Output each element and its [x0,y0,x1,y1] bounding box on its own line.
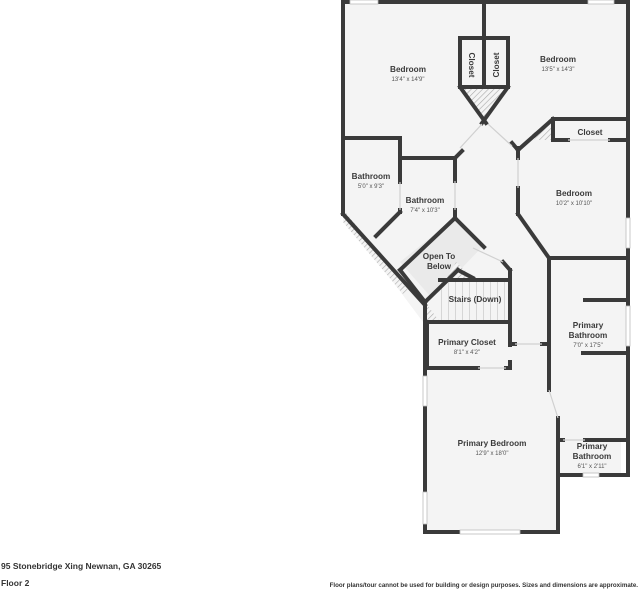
room-dimensions: 5'0" x 9'3" [358,184,384,190]
room-bathroom-w: Bathroom 5'0" x 9'3" [352,172,391,190]
room-primary-closet: Primary Closet 8'1" x 4'2" [438,338,496,356]
room-bedroom-ne: Bedroom 13'5" x 14'3" [540,55,576,73]
room-primary-bathroom-small: Primary Bathroom 6'1" x 2'11" [573,442,612,470]
room-name: Bedroom [556,189,592,198]
room-dimensions: 12'9" x 18'0" [476,451,509,457]
room-dimensions: 10'2" x 10'10" [556,201,592,207]
room-name: Bathroom [406,196,445,205]
room-name: Bathroom [352,172,391,181]
room-name: Primary Bedroom [458,439,527,448]
room-name: Closet [467,52,476,77]
room-dimensions: 13'4" x 14'9" [392,77,425,83]
room-closet-e: Closet [577,128,602,137]
windows [349,0,631,535]
room-name: Open To [423,252,456,261]
room-name: Closet [492,52,501,77]
room-name: Bathroom [573,452,612,461]
floor-fill [343,2,628,532]
room-dimensions: 7'0" x 17'5" [573,343,603,349]
room-name: Bathroom [569,331,608,340]
room-name: Primary Closet [438,338,496,347]
room-dimensions: 7'4" x 10'3" [410,208,440,214]
room-name: Primary [577,442,608,451]
room-closet-a: Closet [467,52,476,77]
room-bathroom-c: Bathroom 7'4" x 10'3" [406,196,445,214]
room-stairs: Stairs (Down) [449,295,502,304]
room-name: Below [427,262,452,271]
stairs-area [440,280,509,322]
room-primary-bathroom: Primary Bathroom 7'0" x 17'5" [569,321,608,349]
room-name: Primary [573,321,604,330]
room-dimensions: 8'1" x 4'2" [454,350,480,356]
room-open-to-below: Open To Below [423,252,456,271]
door-openings [399,123,610,441]
room-bedroom-nw: Bedroom 13'4" x 14'9" [390,65,426,83]
room-labels: Bedroom 13'4" x 14'9" Closet Closet Bedr… [352,52,612,470]
room-name: Bedroom [540,55,576,64]
disclaimer: Floor plans/tour cannot be used for buil… [329,582,638,589]
room-name: Closet [577,128,602,137]
room-bedroom-e: Bedroom 10'2" x 10'10" [556,189,592,207]
property-address: 95 Stonebridge Xing Newnan, GA 30265 [1,561,162,571]
room-name: Bedroom [390,65,426,74]
floor-plan: Bedroom 13'4" x 14'9" Closet Closet Bedr… [340,0,631,535]
room-closet-b: Closet [492,52,501,77]
room-dimensions: 13'5" x 14'3" [542,67,575,73]
room-name: Stairs (Down) [449,295,502,304]
room-primary-bedroom: Primary Bedroom 12'9" x 18'0" [458,439,527,457]
room-dimensions: 6'1" x 2'11" [577,464,606,470]
floor-label: Floor 2 [1,578,30,588]
